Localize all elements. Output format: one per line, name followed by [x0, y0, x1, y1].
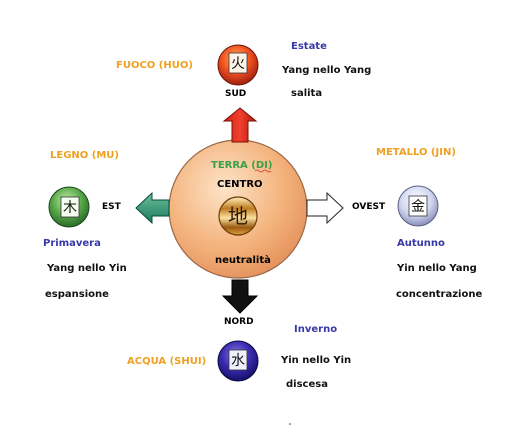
- south-direction-label: SUD: [225, 89, 247, 99]
- earth-glyph: 地: [228, 204, 248, 228]
- metal-line1: Yin nello Yang: [397, 263, 477, 274]
- wood-glyph-box: [60, 196, 80, 218]
- water-element-label: ACQUA (SHUI): [127, 356, 207, 367]
- fire-season-label: Estate: [291, 41, 327, 52]
- arrow-right-west: [306, 191, 344, 225]
- east-direction-label: EST: [102, 202, 121, 212]
- metal-glyph-box: [408, 195, 428, 217]
- water-glyph: 水: [231, 353, 245, 369]
- water-glyph-box: [228, 349, 248, 371]
- metal-element-label: METALLO (JIN): [376, 147, 456, 158]
- water-season-label: Inverno: [294, 324, 338, 335]
- west-direction-label: OVEST: [352, 202, 386, 212]
- metal-season-label: Autunno: [397, 238, 445, 249]
- wood-glyph: 木: [63, 200, 77, 216]
- fire-glyph: 火: [231, 56, 245, 72]
- north-direction-label: NORD: [224, 317, 254, 327]
- fire-line2: salita: [291, 88, 323, 99]
- stray-dot: [289, 423, 291, 425]
- wood-line2: espansione: [45, 289, 109, 300]
- fire-element-label: FUOCO (HUO): [116, 60, 193, 71]
- arrow-down-north: [221, 279, 259, 314]
- arrow-left-east: [135, 191, 170, 225]
- center-bottom-label: neutralità: [215, 255, 271, 266]
- center-label: CENTRO: [217, 179, 263, 190]
- metal-line2: concentrazione: [396, 289, 483, 300]
- fire-line1: Yang nello Yang: [282, 65, 372, 76]
- earth-glyph-disc: [218, 196, 258, 236]
- wood-line1: Yang nello Yin: [47, 263, 127, 274]
- metal-glyph: 金: [411, 199, 425, 215]
- wood-element-label: LEGNO (MU): [50, 150, 119, 161]
- earth-element-label: TERRA (DI): [211, 160, 273, 171]
- arrow-up-south: [222, 107, 258, 143]
- fire-glyph-box: [228, 52, 248, 74]
- water-line1: Yin nello Yin: [281, 355, 352, 366]
- spell-underline: [254, 169, 272, 173]
- water-line2: discesa: [286, 379, 328, 390]
- wood-season-label: Primavera: [43, 238, 101, 249]
